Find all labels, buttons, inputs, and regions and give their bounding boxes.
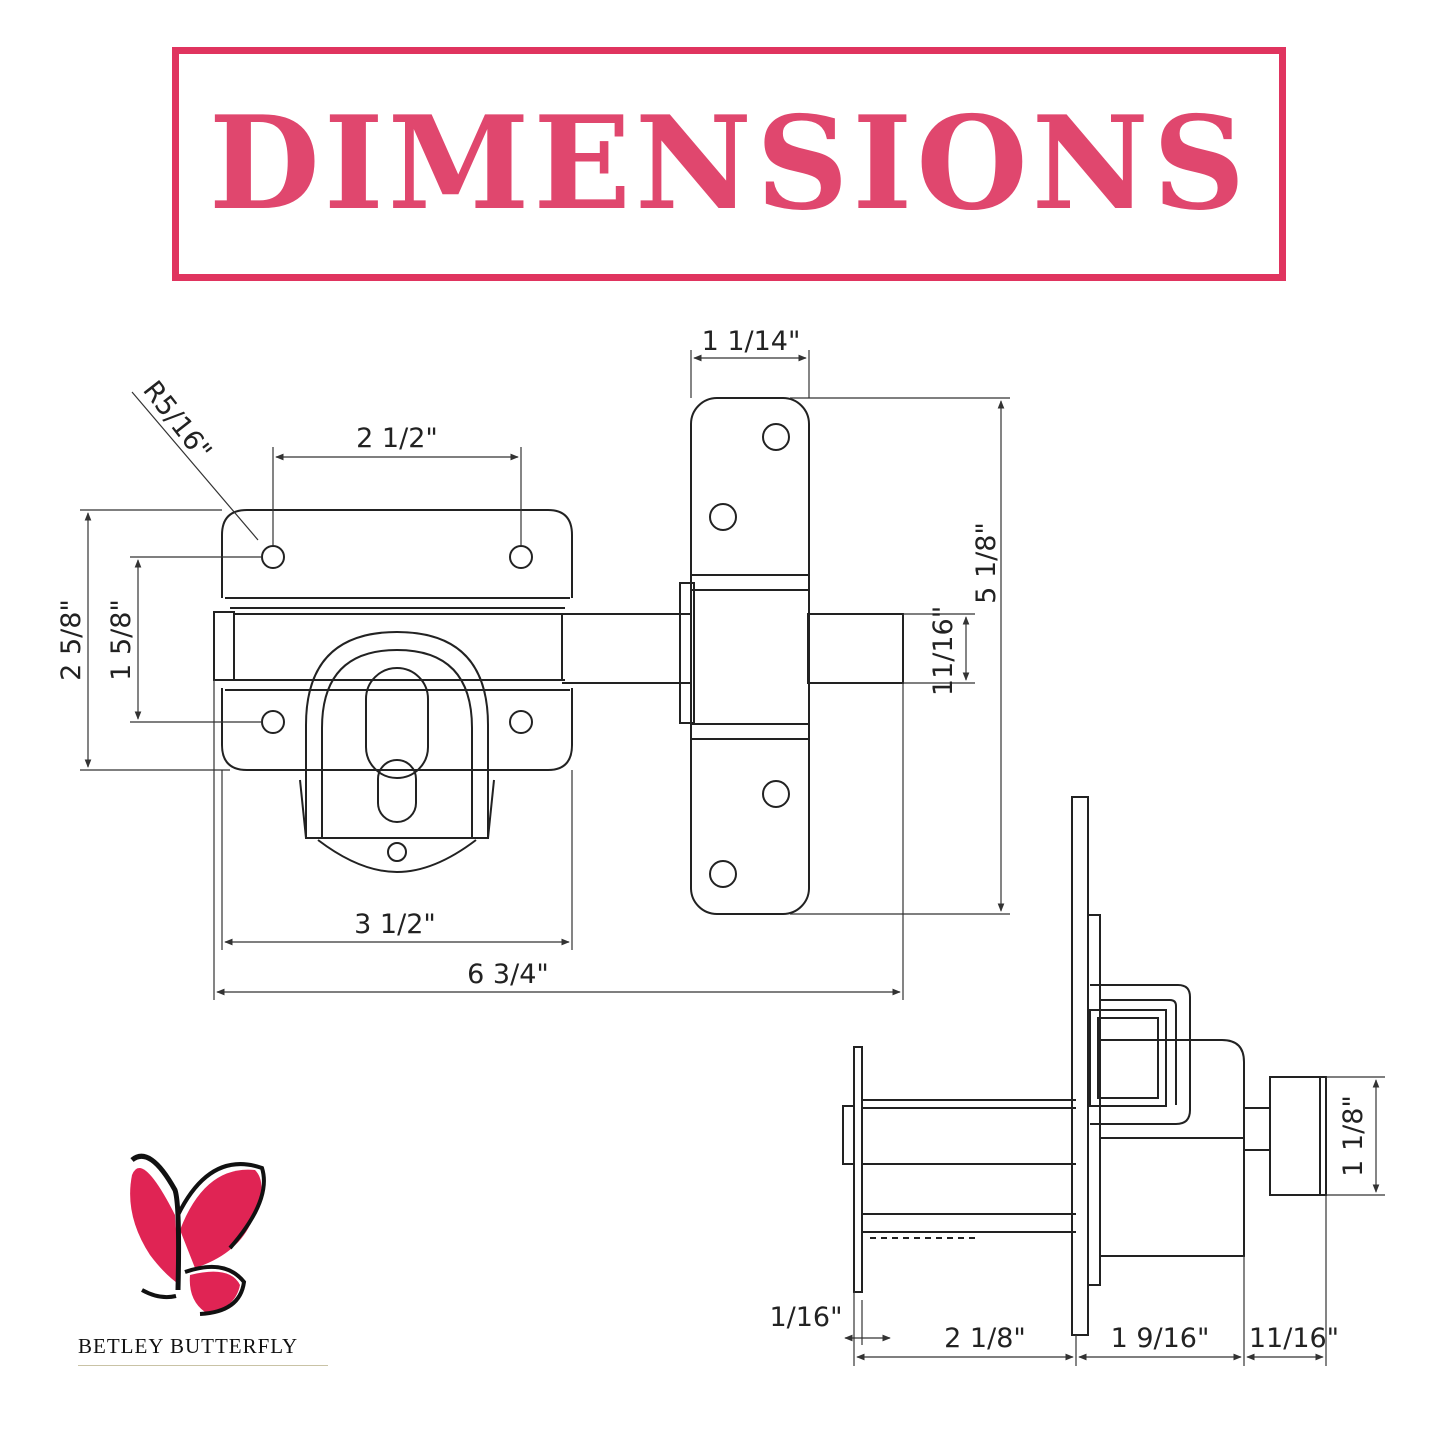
radius-label: R5/16": [136, 375, 217, 466]
screw-hole: [509, 545, 533, 569]
front-dimension-lines: [80, 350, 1010, 1000]
screw-hole: [709, 860, 737, 888]
bolt-height-label: 11/16": [928, 606, 959, 696]
hole-spacing-label: 2 1/2": [356, 423, 438, 454]
hole-vertical-label: 1 5/8": [106, 599, 137, 681]
bolt-depth-label: 2 1/8": [944, 1323, 1026, 1354]
plate-height-label: 2 5/8": [56, 599, 87, 681]
screw-hole: [261, 710, 285, 734]
keeper-width-label: 1 1/14": [702, 326, 801, 357]
plate-width-label: 3 1/2": [354, 909, 436, 940]
screw-hole: [709, 503, 737, 531]
body-depth-label: 1 9/16": [1111, 1323, 1210, 1354]
brand-name: BETLEY BUTTERFLY: [78, 1334, 328, 1366]
screw-hole: [509, 710, 533, 734]
side-view: [842, 796, 1327, 1336]
side-dimension-lines: [844, 1076, 1385, 1366]
keeper-plate: [690, 397, 810, 915]
page-title: DIMENSIONS: [208, 89, 1250, 239]
screw-hole: [261, 545, 285, 569]
butterfly-logo: [130, 1153, 266, 1316]
front-view: [213, 397, 904, 915]
screw-hole: [762, 780, 790, 808]
knob-depth-label: 11/16": [1249, 1323, 1339, 1354]
screw-hole: [762, 423, 790, 451]
flange-label: 1/16": [769, 1302, 842, 1333]
overall-length-label: 6 3/4": [467, 959, 549, 990]
knob-height-label: 1 1/8": [1338, 1095, 1369, 1177]
title-box: DIMENSIONS: [172, 47, 1286, 281]
keeper-height-label: 5 1/8": [971, 522, 1002, 604]
